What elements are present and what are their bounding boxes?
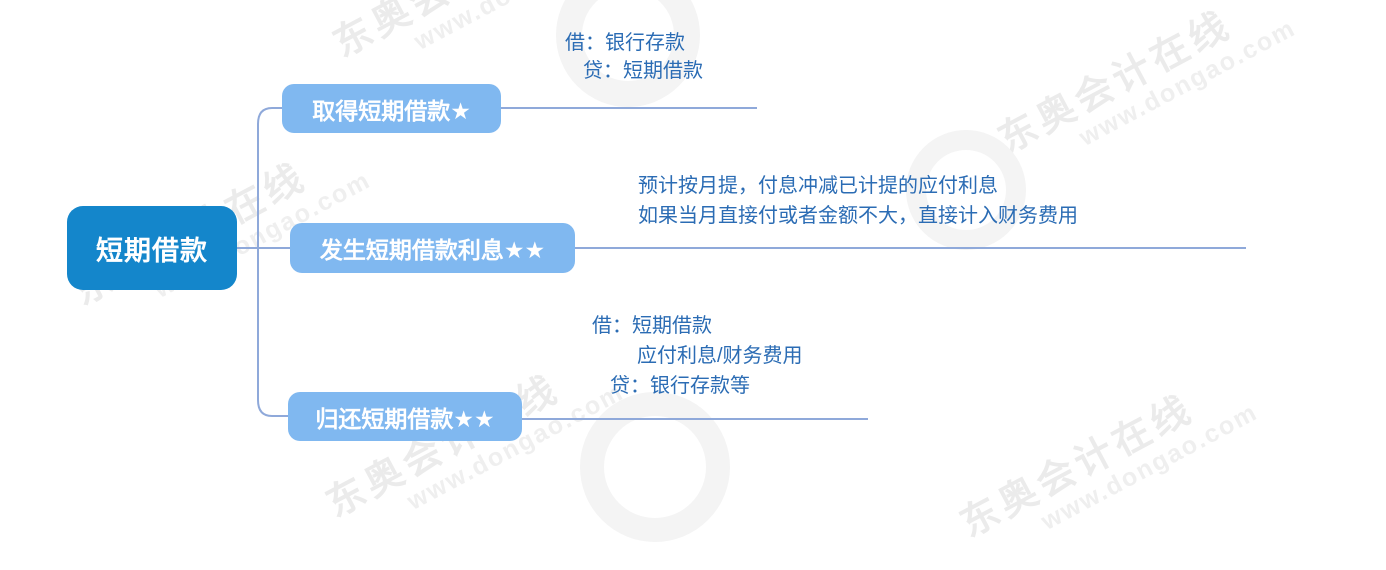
note-obtain-loan-entries[interactable]: 借：银行存款 贷：短期借款 xyxy=(565,29,703,85)
note-line: 贷：银行存款等 xyxy=(610,375,750,397)
branch-node-label: 发生短期借款利息★★ xyxy=(319,237,546,263)
note-line: 应付利息/财务费用 xyxy=(637,345,803,367)
note-interest-treatment[interactable]: 预计按月提，付息冲减已计提的应付利息 如果当月直接付或者金额不大，直接计入财务费… xyxy=(638,171,1078,231)
note-line: 借：短期借款 xyxy=(592,315,712,337)
branch-node-obtain-loan[interactable]: 取得短期借款★ xyxy=(282,84,501,133)
note-line: 贷：短期借款 xyxy=(583,60,703,82)
branch-node-repay-loan[interactable]: 归还短期借款★★ xyxy=(288,392,522,441)
connector-trunk xyxy=(257,107,288,417)
branch-node-interest-incurred[interactable]: 发生短期借款利息★★ xyxy=(290,223,575,273)
branch-node-label: 取得短期借款★ xyxy=(312,97,471,124)
note-line: 借：银行存款 xyxy=(565,32,685,54)
root-node-short-term-borrowings[interactable]: 短期借款 xyxy=(67,206,237,290)
branch-node-label: 归还短期借款★★ xyxy=(315,405,495,432)
root-node-label: 短期借款 xyxy=(96,235,208,266)
note-line: 如果当月直接付或者金额不大，直接计入财务费用 xyxy=(638,205,1078,227)
mindmap-canvas: 东奥会计在线 www.dongao.com 东奥会计在线 www.dongao.… xyxy=(67,0,1300,546)
note-repay-loan-entries[interactable]: 借：短期借款 应付利息/财务费用 贷：银行存款等 xyxy=(592,311,803,401)
note-line: 预计按月提，付息冲减已计提的应付利息 xyxy=(638,175,998,197)
